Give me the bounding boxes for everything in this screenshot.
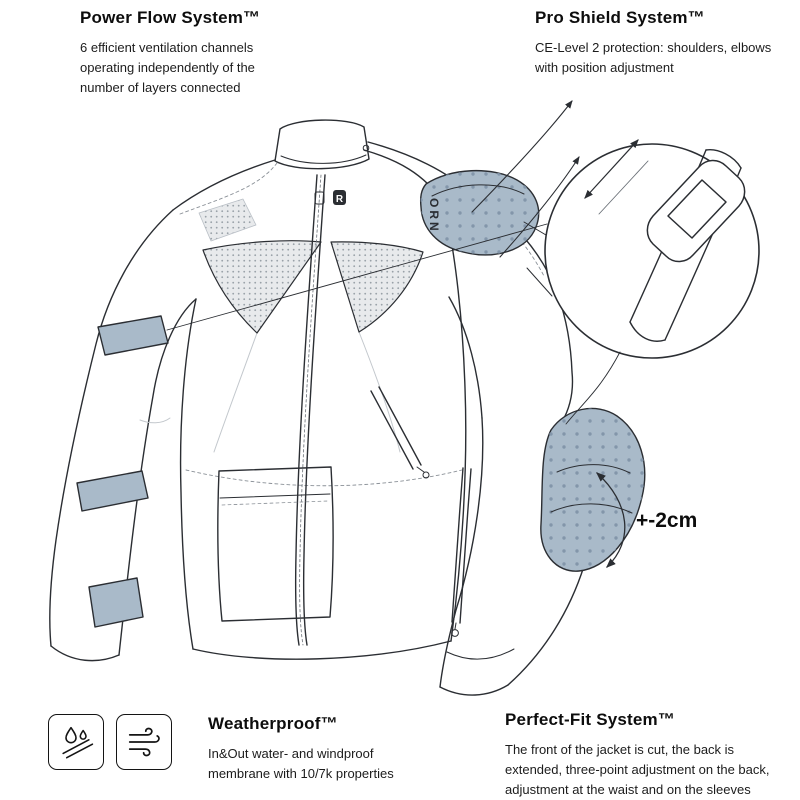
left-cuff: [50, 645, 120, 662]
brand-logo: [333, 190, 346, 205]
elbow-protector-pad: [540, 407, 646, 572]
arm-straps: [76, 315, 169, 628]
right-cuff: [439, 684, 509, 696]
chest-pocket-zipper: [370, 386, 430, 479]
magnifier-detail: [523, 139, 760, 359]
feature-pro-shield: Pro Shield System™ CE-Level 2 protection…: [535, 8, 777, 78]
shoulder-vent-patch: [198, 198, 257, 242]
feature-perfect-fit-description: The front of the jacket is cut, the back…: [505, 742, 770, 798]
windproof-icon-box: [116, 714, 172, 770]
jacket-collar: [274, 119, 370, 170]
left-shoulder-seam: [172, 159, 276, 211]
brand-logo-letter: R: [336, 194, 344, 205]
waterproof-icon-box: [48, 714, 104, 770]
left-arm-outer: [49, 209, 174, 647]
strap-adjust-arrow: [584, 139, 649, 215]
forearm-strap: [76, 470, 149, 512]
main-zipper: [294, 174, 326, 646]
torso-right-edge: [442, 201, 467, 642]
feature-weatherproof: Weatherproof™ In&Out water- and windproo…: [208, 714, 426, 784]
feature-perfect-fit-title: Perfect-Fit System™: [505, 710, 676, 729]
leader-arrow-shoulder: [471, 100, 573, 213]
right-cuff-band: [446, 648, 515, 660]
feature-power-flow: Power Flow System™ 6 efficient ventilati…: [80, 8, 292, 98]
leader-arrow-protector: [499, 156, 580, 258]
jacket-outline: [49, 119, 646, 696]
feature-perfect-fit: Perfect-Fit System™ The front of the jac…: [505, 710, 793, 800]
cuff-strap: [88, 577, 144, 628]
feature-weatherproof-description: In&Out water- and windproof membrane wit…: [208, 746, 394, 782]
magnifier-connector-lines: [523, 221, 553, 297]
feature-power-flow-description: 6 efficient ventilation channels operati…: [80, 40, 255, 96]
shoulder-protector-pad: [419, 170, 540, 256]
cargo-pocket: [217, 466, 334, 622]
feature-weatherproof-title: Weatherproof™: [208, 714, 338, 733]
jacket-hem: [192, 640, 452, 660]
leader-strap-to-magnifier: [166, 223, 548, 331]
chest-vent-left-panel: [202, 240, 322, 334]
right-forearm-inner: [439, 417, 484, 688]
leader-lines: [166, 100, 626, 568]
leader-magnifier-to-elbow: [565, 351, 621, 425]
chest-vent-right-panel: [330, 241, 424, 333]
torso-left-edge: [179, 298, 197, 650]
sleeve-vent-zipper: [451, 467, 472, 637]
right-armpit: [448, 296, 483, 419]
wind-icon: [128, 727, 160, 757]
right-forearm-outer: [507, 565, 585, 686]
brand-vertical-text: ORN: [427, 198, 441, 234]
upper-arm-strap: [97, 315, 169, 356]
feature-power-flow-title: Power Flow System™: [80, 8, 261, 27]
feature-pro-shield-title: Pro Shield System™: [535, 8, 705, 27]
water-drops-icon: [62, 726, 94, 759]
elbow-adjust-arrow: [596, 472, 626, 568]
adjustment-range-label: +-2cm: [636, 509, 697, 532]
crease-lines: [139, 331, 401, 453]
buckle: [646, 159, 746, 263]
feature-pro-shield-description: CE-Level 2 protection: shoulders, elbows…: [535, 40, 772, 76]
